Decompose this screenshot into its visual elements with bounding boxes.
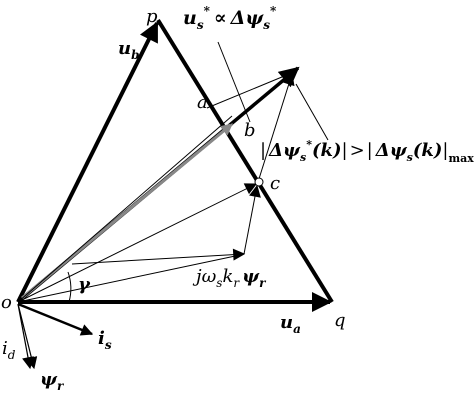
label-point-o: o bbox=[1, 292, 12, 313]
label-ub: ub bbox=[118, 38, 139, 62]
line-c-tip bbox=[257, 72, 295, 183]
side-p-q bbox=[156, 18, 334, 304]
label-point-q: q bbox=[334, 310, 346, 331]
label-gamma: γ bbox=[78, 274, 91, 295]
label-point-p: p bbox=[146, 6, 158, 27]
label-right-condition: |Δψs*(k)|>|Δψs(k)|max bbox=[260, 138, 474, 165]
leader-right bbox=[295, 83, 329, 141]
vector-ub bbox=[16, 21, 159, 303]
line-a-tip bbox=[206, 71, 295, 109]
label-id: id bbox=[2, 338, 16, 362]
label-point-a: a bbox=[197, 92, 208, 113]
label-point-b: b bbox=[244, 120, 256, 141]
vector-feedback-end-to-c bbox=[243, 184, 261, 255]
label-top-proportional: us*∝Δψs* bbox=[183, 4, 277, 32]
vector-psi-r bbox=[17, 303, 38, 370]
label-psi-r: ψr bbox=[40, 369, 65, 393]
point-c-marker bbox=[254, 177, 264, 187]
label-is: is bbox=[98, 328, 112, 352]
vector-is bbox=[17, 302, 94, 336]
vector-oa bbox=[17, 115, 233, 303]
line-o-to-feedback bbox=[17, 254, 241, 303]
label-ua: ua bbox=[280, 312, 301, 336]
leader-top bbox=[217, 41, 251, 123]
vector-gray bbox=[21, 122, 233, 300]
vector-oc bbox=[17, 183, 258, 303]
vector-o-to-feedback-end bbox=[71, 248, 246, 265]
label-point-c: c bbox=[270, 173, 280, 194]
angle-gamma-arc bbox=[67, 271, 72, 303]
